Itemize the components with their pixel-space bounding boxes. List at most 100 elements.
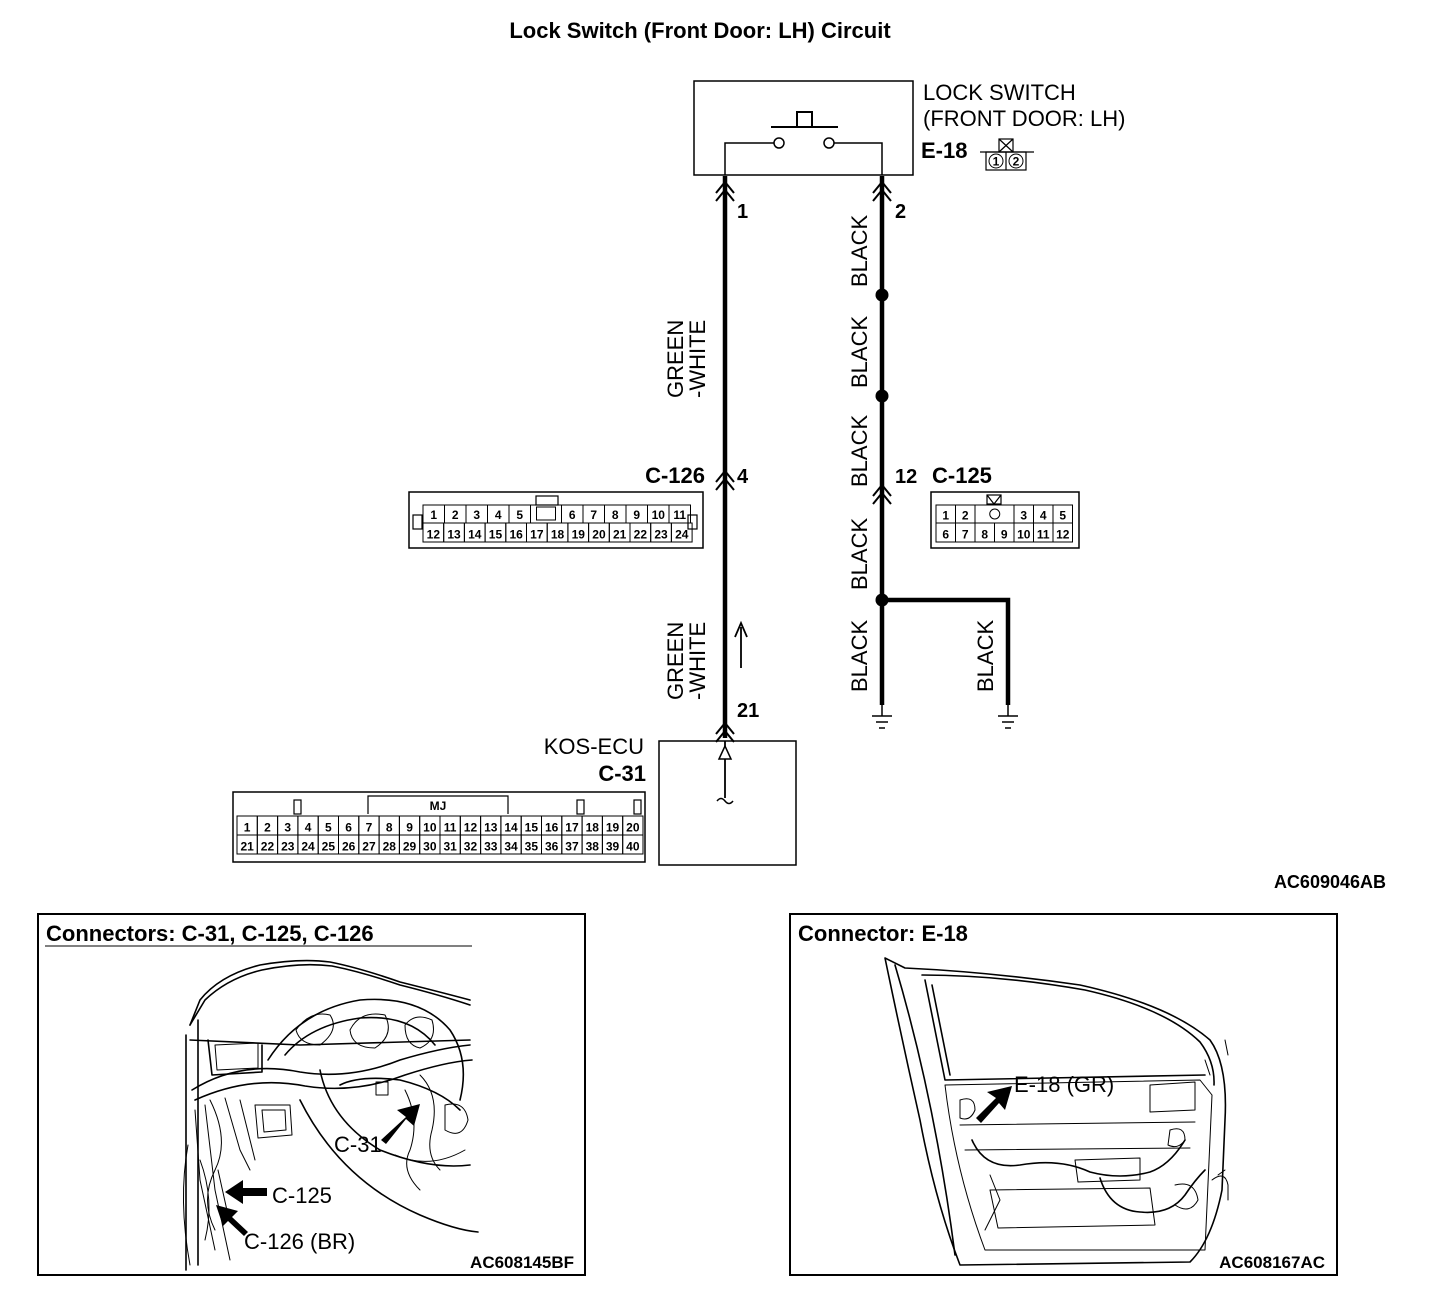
- page-title: Lock Switch (Front Door: LH) Circuit: [509, 18, 891, 43]
- right-wire-color-1: BLACK: [847, 215, 872, 287]
- c31-pin-16: 16: [545, 821, 559, 835]
- lock-switch-label-line2: (FRONT DOOR: LH): [923, 106, 1125, 131]
- lock-switch-label-line1: LOCK SWITCH: [923, 80, 1076, 105]
- callout-c126: C-126 (BR): [244, 1229, 355, 1254]
- c125-cell: [1052, 522, 1073, 543]
- c31-pin-23: 23: [281, 840, 295, 854]
- kos-ecu-label: KOS-ECU: [544, 734, 644, 759]
- right-wire-color-3: BLACK: [847, 415, 872, 487]
- c126-pin-24: 24: [675, 528, 689, 542]
- c126-pin-16: 16: [509, 528, 523, 542]
- c31-pin-8: 8: [386, 821, 393, 835]
- kos-ecu-box: [658, 740, 797, 866]
- branch-wire-color: BLACK: [973, 620, 998, 692]
- c126-pin-9: 9: [633, 508, 640, 522]
- c126-pin-1: 1: [430, 508, 437, 522]
- c125-pin-8: 8: [981, 528, 988, 542]
- c31-pin-33: 33: [484, 840, 498, 854]
- connector-chevron-icon: [715, 180, 735, 202]
- c31-pin-14: 14: [504, 821, 518, 835]
- c31-pin-37: 37: [565, 840, 579, 854]
- splice-point: [875, 593, 889, 607]
- ground-icon: [998, 705, 1018, 729]
- c125-pin-12: 12: [1056, 528, 1070, 542]
- c125-pin-9: 9: [1001, 528, 1008, 542]
- c125-label: C-125: [932, 463, 992, 488]
- c31-pin-24: 24: [301, 840, 315, 854]
- left-wire-color-line1: GREEN: [663, 320, 688, 398]
- c31-pin-27: 27: [362, 840, 376, 854]
- e18-connector-face-icon: 1 2: [980, 138, 1034, 171]
- c31-cell: [622, 834, 644, 855]
- c125-pin-6: 6: [942, 528, 949, 542]
- switch-symbol-icon: [724, 111, 883, 175]
- c31-pin-2: 2: [264, 821, 271, 835]
- callout-c125: C-125: [272, 1183, 332, 1208]
- left-wire-color-line1-lower: GREEN: [663, 622, 688, 700]
- c31-tab-label: MJ: [430, 799, 447, 813]
- c31-pin-12: 12: [464, 821, 478, 835]
- c125-pin-5: 5: [1059, 509, 1066, 523]
- c126-pin-17: 17: [530, 528, 544, 542]
- c126-pin-23: 23: [654, 528, 668, 542]
- c31-pin-18: 18: [586, 821, 600, 835]
- left-wire-color-line2: -WHITE: [685, 320, 710, 398]
- c126-pin-5: 5: [516, 508, 523, 522]
- c31-pin-39: 39: [606, 840, 620, 854]
- c31-pin-32: 32: [464, 840, 478, 854]
- c126-pin-10: 10: [652, 508, 666, 522]
- c126-pin-14: 14: [468, 528, 482, 542]
- c31-pin-38: 38: [586, 840, 600, 854]
- lock-switch-connector-label: E-18: [921, 138, 967, 163]
- connector-location-panel-right: Connector: E-18 E-18 (GR) AC608167AC: [789, 913, 1338, 1276]
- left-wire-pin-top: 1: [737, 201, 748, 223]
- c31-pin-22: 22: [261, 840, 275, 854]
- arrow-c126-icon: [216, 1205, 248, 1236]
- callout-e18: E-18 (GR): [1014, 1072, 1114, 1097]
- c31-pin-4: 4: [305, 821, 312, 835]
- splice-point: [875, 288, 889, 302]
- c126-pin-20: 20: [592, 528, 606, 542]
- c31-pin-30: 30: [423, 840, 437, 854]
- right-wire-color-2: BLACK: [847, 316, 872, 388]
- right-wire-color-4: BLACK: [847, 518, 872, 590]
- c126-cell: [670, 522, 693, 543]
- door-illustration: [884, 957, 1229, 1266]
- c31-pin-7: 7: [366, 821, 373, 835]
- dashboard-illustration: [182, 959, 479, 1271]
- panel-left-code: AC608145BF: [470, 1253, 574, 1272]
- c31-pin-6: 6: [345, 821, 352, 835]
- c125-pin-2: 2: [962, 509, 969, 523]
- c126-pin-11: 11: [673, 508, 686, 522]
- arrow-c31-icon: [381, 1104, 420, 1144]
- c31-pin-26: 26: [342, 840, 356, 854]
- c125-pin-11: 11: [1037, 528, 1050, 542]
- splice-point: [875, 389, 889, 403]
- panel-left-title: Connectors: C-31, C-125, C-126: [46, 921, 374, 946]
- connector-chevron-icon: [872, 483, 892, 505]
- left-wire-color-line2-lower: -WHITE: [685, 622, 710, 700]
- c126-pin-7: 7: [590, 508, 597, 522]
- diagram-code: AC609046AB: [1274, 872, 1386, 892]
- c126-pin-13: 13: [447, 528, 461, 542]
- input-arrow-icon: [717, 744, 733, 760]
- connector-chevron-icon: [715, 469, 735, 491]
- right-wire-pin-mid: 12: [895, 466, 917, 488]
- lock-switch-component: [693, 80, 914, 176]
- c125-pin-7: 7: [962, 528, 969, 542]
- c126-pin-3: 3: [473, 508, 480, 522]
- c31-pin-15: 15: [525, 821, 539, 835]
- c126-pin-4: 4: [495, 508, 502, 522]
- c126-pin-22: 22: [634, 528, 648, 542]
- c31-pin-13: 13: [484, 821, 498, 835]
- c126-pin-21: 21: [613, 528, 627, 542]
- c31-pin-1: 1: [244, 821, 251, 835]
- e18-pin-1: 1: [993, 155, 1000, 169]
- c126-pin-18: 18: [551, 528, 565, 542]
- left-wire-pin-bottom: 21: [737, 700, 759, 722]
- c126-pin-2: 2: [452, 508, 459, 522]
